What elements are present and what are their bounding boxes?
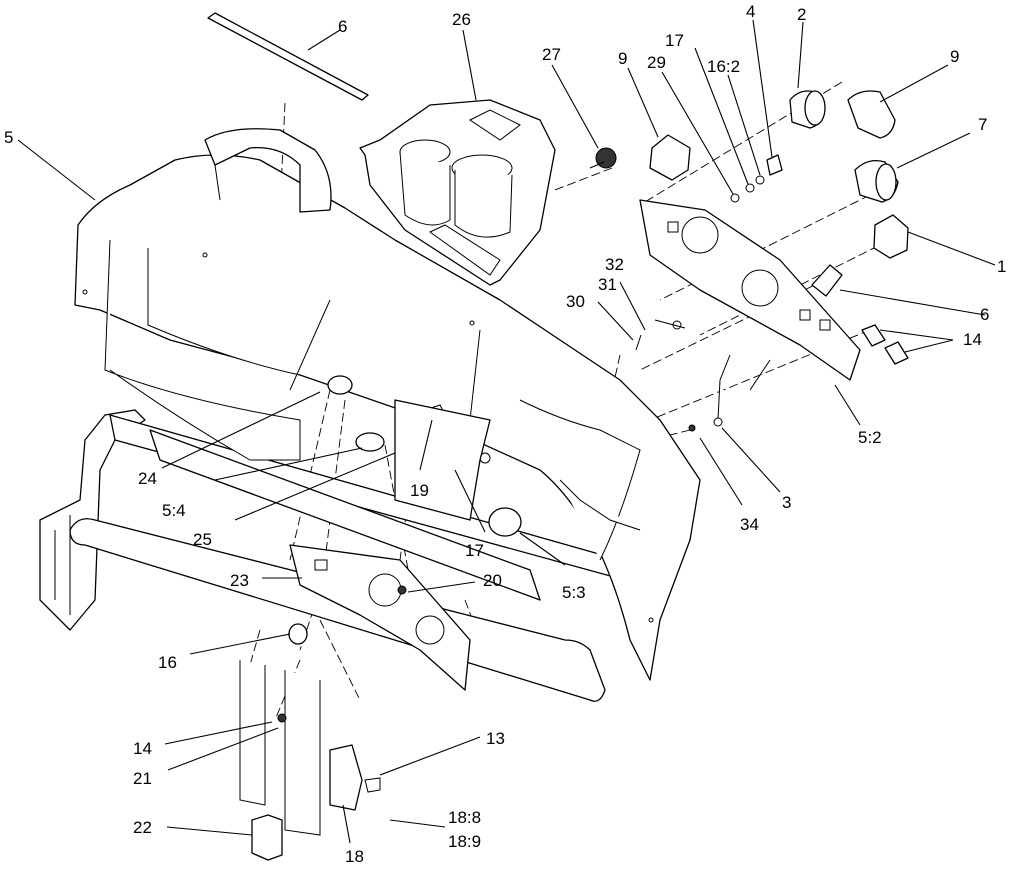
- frame-tubes: [39, 409, 626, 702]
- connector-22: [251, 814, 283, 861]
- callout-16-2: 17: [665, 31, 684, 50]
- callout-4: 4: [746, 2, 755, 21]
- bezel-9: [847, 90, 896, 139]
- switch-1: [873, 214, 909, 259]
- callout-1: 1: [997, 257, 1006, 276]
- callout-29: 29: [647, 53, 666, 72]
- callout-21: 21: [133, 769, 152, 788]
- callout-30: 30: [566, 292, 585, 311]
- bracket: [394, 399, 491, 521]
- callout-32: 32: [605, 255, 624, 274]
- sensor-16: [288, 623, 308, 645]
- washers-and-fittings: [730, 154, 783, 203]
- relay-8: [649, 134, 691, 181]
- callout-16: 16: [158, 653, 177, 672]
- panel-decal-5-2: [639, 199, 861, 381]
- callout-22: 22: [133, 818, 152, 837]
- callout-24: 24: [138, 469, 157, 488]
- callout-8: 9: [618, 49, 627, 68]
- callout-5-5: 6: [338, 17, 347, 36]
- callout-2: 2: [797, 5, 806, 24]
- callout-18-8: 18:8: [448, 808, 481, 827]
- callout-3: 3: [782, 493, 791, 512]
- gauge-7: [854, 159, 899, 203]
- callout-20: 20: [483, 571, 502, 590]
- callout-6: 6: [980, 305, 989, 324]
- callout-7: 7: [978, 115, 987, 134]
- switches-14: [861, 324, 909, 365]
- callout-labels: 6 26 27 9 29 17 16:2 4 2 9 7 1 6 14 5:2 …: [4, 2, 1006, 866]
- gauge-2: [789, 90, 826, 129]
- callout-5-3: 5:3: [562, 583, 586, 602]
- connector-6: [811, 264, 843, 297]
- support-plate: [239, 660, 381, 836]
- callout-14: 14: [963, 330, 982, 349]
- callout-16-1: 16:2: [707, 57, 740, 76]
- knob-27: [589, 147, 617, 169]
- leader-lines: [17, 19, 996, 844]
- part-5-5-strip: [207, 12, 369, 101]
- callout-13: 13: [486, 729, 505, 748]
- callout-26: 26: [452, 10, 471, 29]
- callout-19: 19: [410, 481, 429, 500]
- callout-5-4: 5:4: [162, 501, 186, 520]
- callout-31: 31: [598, 275, 617, 294]
- cable-and-screws: [635, 320, 771, 432]
- console-housing: [74, 128, 701, 681]
- callout-9: 9: [950, 47, 959, 66]
- callout-34: 34: [740, 515, 759, 534]
- callout-15: 14: [133, 739, 152, 758]
- callout-18-9: 18:9: [448, 832, 481, 851]
- cup-holder-tray: [359, 99, 556, 286]
- callout-5: 5: [4, 128, 13, 147]
- callout-17: 17: [465, 541, 484, 560]
- callout-5-2: 5:2: [858, 428, 882, 447]
- callout-27: 27: [542, 45, 561, 64]
- callout-18: 18: [345, 847, 364, 866]
- callout-23: 23: [230, 571, 249, 590]
- callout-25: 25: [193, 530, 212, 549]
- plate-23: [289, 544, 471, 691]
